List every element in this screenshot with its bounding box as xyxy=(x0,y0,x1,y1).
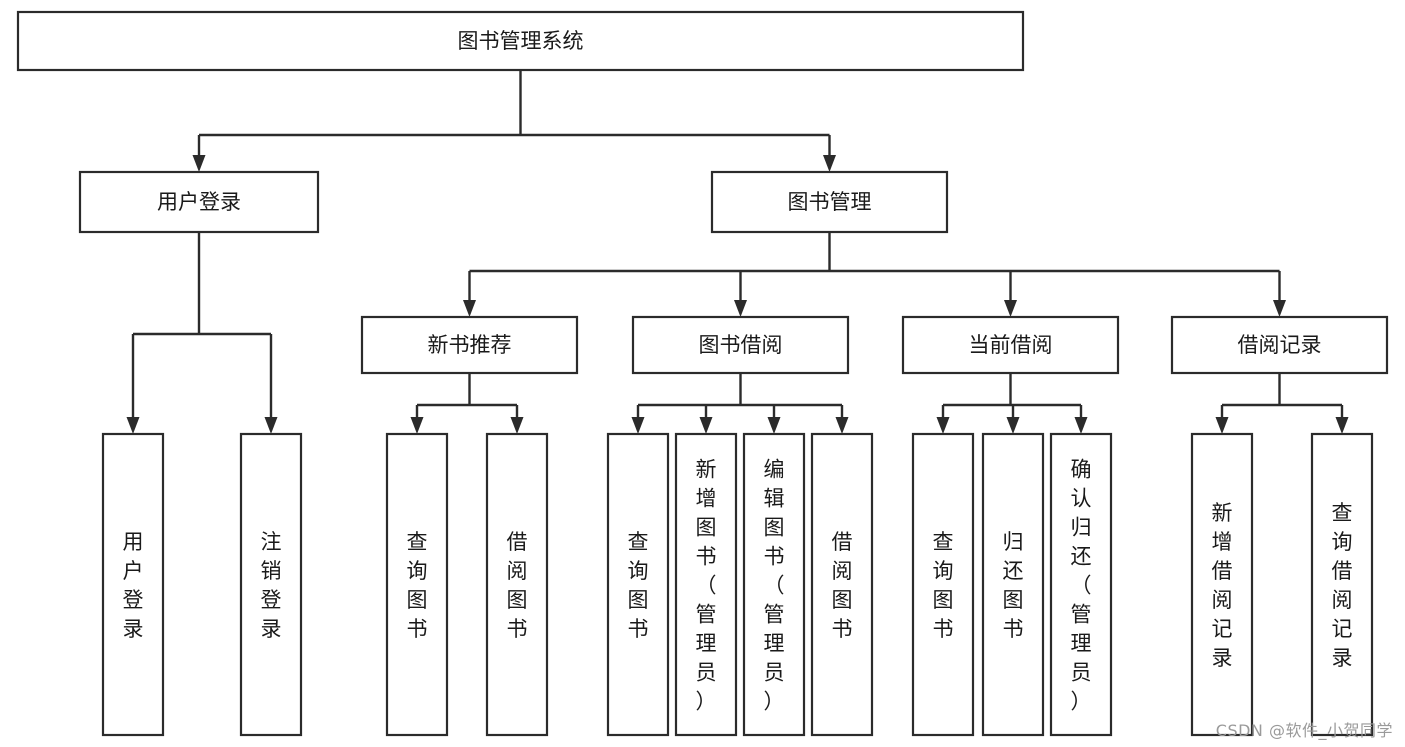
arrow-head-icon xyxy=(463,300,476,317)
connector-group-book-borrow xyxy=(631,373,849,434)
node-label: 查询图书 xyxy=(933,530,954,641)
node-box xyxy=(710,170,949,234)
node-leaf-query-record[interactable]: 查询借阅记录 xyxy=(1310,432,1374,737)
arrow-head-icon xyxy=(835,417,849,434)
connector-layer xyxy=(126,70,1349,434)
connector-group-root xyxy=(192,70,836,172)
node-book-manage[interactable]: 图书管理 xyxy=(710,170,949,234)
arrow-head-icon xyxy=(1273,300,1286,317)
arrow-head-icon xyxy=(126,417,140,434)
connector-group-new-book-rec xyxy=(410,373,524,434)
node-leaf-return-book[interactable]: 归还图书 xyxy=(981,432,1045,737)
arrow-head-icon xyxy=(631,417,645,434)
node-user-login[interactable]: 用户登录 xyxy=(78,170,320,234)
node-box xyxy=(1190,432,1254,737)
node-leaf-add-book[interactable]: 新增图书（管理员） xyxy=(674,432,738,737)
connector-group-book-manage xyxy=(463,232,1286,317)
node-label: 新书推荐 xyxy=(428,333,512,357)
node-leaf-borrow-book[interactable]: 借阅图书 xyxy=(810,432,874,737)
arrow-head-icon xyxy=(1215,417,1229,434)
connector-group-borrow-record xyxy=(1215,373,1349,434)
node-leaf-query-book-rec[interactable]: 查询图书 xyxy=(385,432,449,737)
connector-group-current-borrow xyxy=(936,373,1088,434)
node-box xyxy=(1170,315,1389,375)
arrow-head-icon xyxy=(699,417,713,434)
node-box xyxy=(385,432,449,737)
node-box xyxy=(901,315,1120,375)
arrow-head-icon xyxy=(823,155,836,172)
node-box xyxy=(631,315,850,375)
node-new-book-rec[interactable]: 新书推荐 xyxy=(360,315,579,375)
node-label: 用户登录 xyxy=(123,530,144,641)
node-label: 图书管理 xyxy=(788,190,872,214)
node-leaf-user-login[interactable]: 用户登录 xyxy=(101,432,165,737)
node-label: 编辑图书（管理员） xyxy=(764,458,785,714)
arrow-head-icon xyxy=(1074,417,1088,434)
arrow-head-icon xyxy=(510,417,524,434)
node-box xyxy=(911,432,975,737)
node-label: 归还图书 xyxy=(1003,530,1024,641)
node-leaf-logout[interactable]: 注销登录 xyxy=(239,432,303,737)
node-label: 新增图书（管理员） xyxy=(696,458,717,714)
node-box xyxy=(78,170,320,234)
node-label: 当前借阅 xyxy=(969,333,1053,357)
node-label: 图书管理系统 xyxy=(458,29,584,53)
node-label: 查询图书 xyxy=(407,530,428,641)
node-label: 借阅图书 xyxy=(832,530,853,641)
arrow-head-icon xyxy=(767,417,781,434)
node-leaf-confirm-return[interactable]: 确认归还（管理员） xyxy=(1049,432,1113,737)
arrow-head-icon xyxy=(1004,300,1017,317)
node-box xyxy=(742,432,806,737)
node-box xyxy=(674,432,738,737)
arrow-head-icon xyxy=(936,417,950,434)
node-box xyxy=(810,432,874,737)
node-book-borrow[interactable]: 图书借阅 xyxy=(631,315,850,375)
node-root[interactable]: 图书管理系统 xyxy=(16,10,1025,72)
connector-group-user-login xyxy=(126,232,278,434)
node-label: 借阅记录 xyxy=(1238,333,1322,357)
node-leaf-edit-book[interactable]: 编辑图书（管理员） xyxy=(742,432,806,737)
node-box xyxy=(360,315,579,375)
node-box xyxy=(101,432,165,737)
node-borrow-record[interactable]: 借阅记录 xyxy=(1170,315,1389,375)
node-box xyxy=(16,10,1025,72)
node-label: 用户登录 xyxy=(157,190,241,214)
node-current-borrow[interactable]: 当前借阅 xyxy=(901,315,1120,375)
node-label: 新增借阅记录 xyxy=(1212,501,1233,670)
arrow-head-icon xyxy=(264,417,278,434)
node-layer: 图书管理系统用户登录图书管理新书推荐图书借阅当前借阅借阅记录用户登录注销登录查询… xyxy=(16,10,1389,737)
node-box xyxy=(485,432,549,737)
node-leaf-add-record[interactable]: 新增借阅记录 xyxy=(1190,432,1254,737)
arrow-head-icon xyxy=(1006,417,1020,434)
node-leaf-query-book[interactable]: 查询图书 xyxy=(606,432,670,737)
node-box xyxy=(606,432,670,737)
node-leaf-borrow-book-rec[interactable]: 借阅图书 xyxy=(485,432,549,737)
node-leaf-query-book-cur[interactable]: 查询图书 xyxy=(911,432,975,737)
arrow-head-icon xyxy=(192,155,206,172)
node-label: 图书借阅 xyxy=(699,333,783,357)
node-label: 确认归还（管理员） xyxy=(1071,458,1092,714)
arrow-head-icon xyxy=(410,417,424,434)
node-box xyxy=(1310,432,1374,737)
arrow-head-icon xyxy=(734,300,747,317)
node-label: 查询图书 xyxy=(628,530,649,641)
node-box xyxy=(981,432,1045,737)
node-label: 查询借阅记录 xyxy=(1332,501,1353,670)
node-box xyxy=(1049,432,1113,737)
arrow-head-icon xyxy=(1335,417,1349,434)
node-label: 借阅图书 xyxy=(507,530,528,641)
node-box xyxy=(239,432,303,737)
node-label: 注销登录 xyxy=(261,530,282,641)
